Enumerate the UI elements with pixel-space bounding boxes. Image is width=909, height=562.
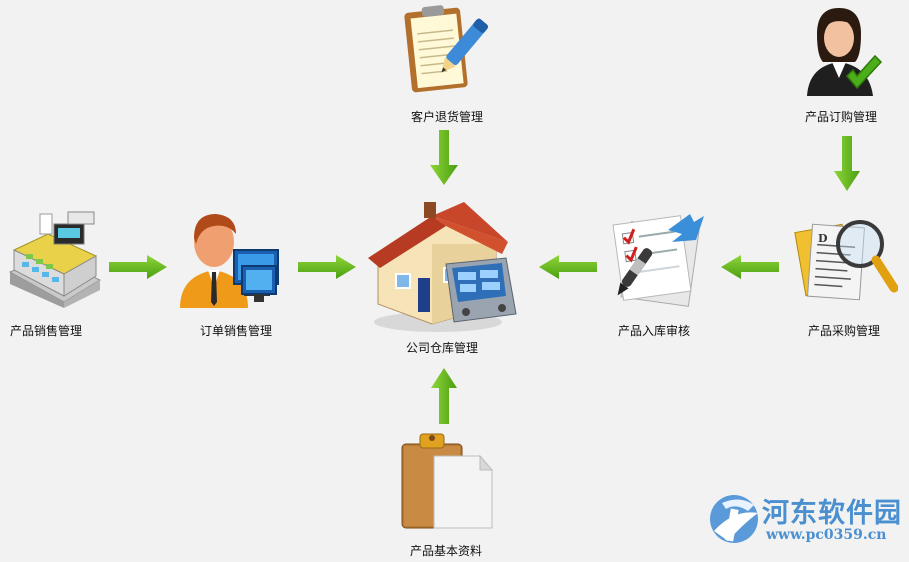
- cash-register-icon: [8, 211, 102, 308]
- watermark-logo-icon: [710, 495, 758, 543]
- label-product-basic: 产品基本资料: [409, 544, 483, 558]
- user-check-icon: [807, 8, 883, 96]
- watermark-title: 河东软件园: [762, 498, 902, 529]
- label-purchase: 产品采购管理: [807, 324, 881, 338]
- node-stock-in-review[interactable]: [600, 212, 706, 308]
- person-computer-icon: [180, 214, 279, 308]
- arrow-left-purchase: [721, 255, 779, 279]
- node-warehouse[interactable]: [366, 196, 522, 338]
- label-stock-in-review: 产品入库审核: [617, 324, 691, 338]
- arrow-down-order: [834, 136, 860, 191]
- documents-magnifier-icon: D: [794, 220, 898, 301]
- arrow-down-return: [430, 130, 458, 185]
- house-panel-icon: [368, 202, 517, 332]
- label-product-sales: 产品销售管理: [9, 324, 83, 338]
- arrow-right-sales: [109, 255, 167, 279]
- node-customer-return[interactable]: [400, 4, 496, 96]
- arrow-left-stock-in: [539, 255, 597, 279]
- svg-text:D: D: [818, 232, 828, 245]
- clipboard-pen-icon: [404, 5, 488, 93]
- label-customer-return: 客户退货管理: [410, 110, 484, 124]
- checklist-icon: [612, 214, 704, 307]
- node-product-order[interactable]: [795, 4, 891, 98]
- node-purchase[interactable]: D: [792, 212, 898, 308]
- watermark: 河东软件园 www.pc0359.cn: [704, 489, 904, 559]
- label-order-sales: 订单销售管理: [199, 324, 273, 338]
- label-product-order: 产品订购管理: [804, 110, 878, 124]
- watermark-url: www.pc0359.cn: [766, 527, 887, 543]
- arrow-right-order-sales: [298, 255, 356, 279]
- arrow-up-basic: [431, 368, 457, 424]
- clipboard-icon: [401, 433, 494, 529]
- node-product-basic[interactable]: [396, 428, 496, 532]
- node-product-sales[interactable]: [4, 210, 102, 308]
- label-warehouse: 公司仓库管理: [405, 341, 479, 355]
- node-order-sales[interactable]: [178, 210, 284, 310]
